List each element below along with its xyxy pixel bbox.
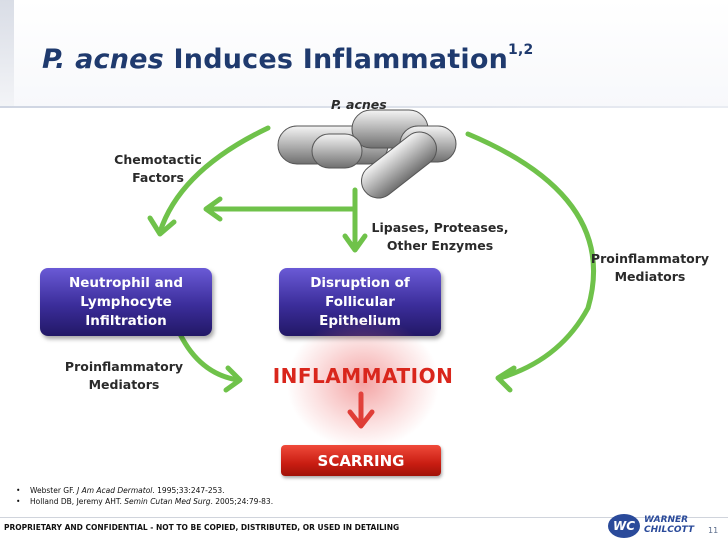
logo-mark-icon: WC [608, 514, 640, 538]
inflammation-glow [288, 318, 438, 448]
arrow-head-to-neutrophil [147, 215, 177, 237]
neutrophil-line1: Neutrophil and [68, 274, 184, 291]
proinflammatory-right-line2: Mediators [614, 269, 686, 284]
neutrophil-infiltration-box: Neutrophil and Lymphocyte Infiltration [40, 268, 212, 336]
header-side-bar [0, 0, 14, 108]
references-list: •Webster GF. J Am Acad Dermatol. 1995;33… [16, 485, 273, 507]
arrow-head-neutrophil-to-inflammation [223, 365, 243, 393]
reference-item: •Holland DB, Jeremy AHT. Semin Cutan Med… [16, 497, 274, 506]
arrow-to-neutrophil [157, 125, 271, 235]
arrow-neutrophil-to-inflammation [177, 331, 241, 383]
enzymes-line1: Lipases, Proteases, [371, 220, 509, 235]
proinflammatory-left-label: Proinflammatory Mediators [64, 358, 184, 394]
page-number: 11 [708, 526, 719, 535]
reference-item: •Webster GF. J Am Acad Dermatol. 1995;33… [16, 486, 225, 495]
title-organism: P. acnes [42, 44, 164, 75]
disruption-line2: Follicular [325, 293, 395, 310]
chemotactic-line2: Factors [132, 170, 184, 185]
proinflammatory-right-line1: Proinflammatory [590, 251, 710, 266]
inflammation-label: INFLAMMATION [272, 364, 454, 388]
chemotactic-factors-label: Chemotactic Factors [108, 151, 208, 187]
title-text: Induces Inflammation [163, 44, 509, 75]
bacteria-cluster-icon [277, 109, 457, 199]
title-citation: 1,2 [508, 42, 534, 58]
arrow-right-to-inflammation [465, 131, 597, 381]
neutrophil-line3: Infiltration [85, 312, 167, 329]
enzymes-label: Lipases, Proteases, Other Enzymes [370, 219, 510, 255]
slide-title: P. acnes Induces Inflammation1,2 [42, 42, 534, 75]
bullet-icon: • [16, 497, 21, 506]
disruption-line1: Disruption of [310, 274, 410, 291]
company-logo: WC WARNER CHILCOTT [608, 512, 708, 540]
proinflammatory-left-line1: Proinflammatory [64, 359, 184, 374]
enzymes-line2: Other Enzymes [386, 238, 494, 253]
confidentiality-notice: PROPRIETARY AND CONFIDENTIAL - NOT TO BE… [4, 523, 400, 532]
arrow-head-right-to-inflammation [495, 365, 517, 393]
arrow-head-to-chemotactic [203, 196, 223, 222]
scarring-label: SCARRING [317, 451, 405, 470]
bullet-icon: • [16, 486, 21, 495]
neutrophil-line2: Lymphocyte [80, 293, 172, 310]
proinflammatory-left-line2: Mediators [88, 377, 160, 392]
footer-divider [0, 517, 728, 518]
chemotactic-line1: Chemotactic [114, 152, 202, 167]
proinflammatory-right-label: Proinflammatory Mediators [590, 250, 710, 286]
header-divider [0, 106, 728, 108]
scarring-box: SCARRING [281, 445, 441, 476]
logo-wordmark: WARNER CHILCOTT [644, 515, 694, 535]
bacteria-label: P. acnes [331, 97, 387, 112]
arrow-head-to-disruption [342, 233, 368, 253]
slide-header [0, 0, 728, 108]
